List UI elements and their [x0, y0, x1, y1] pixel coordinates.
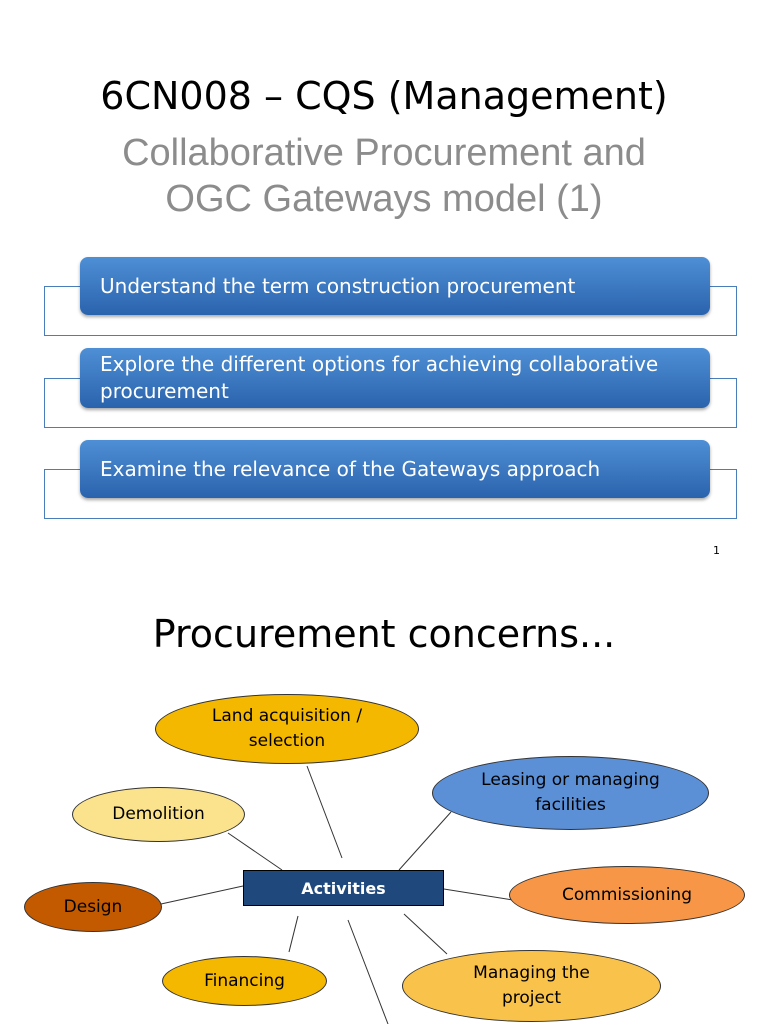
- connector-financing: [288, 915, 299, 953]
- node-managing-project: Managing the project: [402, 950, 661, 1022]
- connector-leasing: [398, 811, 452, 871]
- node-design: Design: [24, 882, 162, 932]
- node-leasing-facilities: Leasing or managing facilities: [432, 756, 709, 830]
- slide-2: Procurement concerns... Land acquisition…: [0, 590, 768, 1024]
- node-managing-line-1: Managing the: [473, 963, 590, 983]
- page-number: 1: [713, 544, 720, 557]
- slide-1: 6CN008 – CQS (Management) Collaborative …: [0, 74, 768, 557]
- connector-offscreen: [347, 919, 389, 1024]
- slide-2-title: Procurement concerns...: [152, 612, 616, 656]
- node-managing-line-2: project: [501, 988, 561, 1008]
- node-financing-label: Financing: [204, 970, 285, 991]
- subtitle-line-2: OGC Gateways model (1): [165, 178, 603, 220]
- node-demolition: Demolition: [72, 787, 245, 842]
- node-activities: Activities: [243, 870, 444, 906]
- node-land-acquisition: Land acquisition / selection: [155, 694, 419, 764]
- connector-design: [160, 885, 244, 905]
- node-leasing-line-1: Leasing or managing: [481, 770, 660, 790]
- connector-demolition: [227, 832, 283, 871]
- objective-3-text: Examine the relevance of the Gateways ap…: [100, 456, 601, 481]
- node-demolition-label: Demolition: [112, 804, 205, 824]
- slide-title: 6CN008 – CQS (Management): [100, 74, 668, 118]
- node-design-label: Design: [63, 896, 123, 917]
- connector-land: [306, 765, 343, 859]
- node-land-line-2: selection: [248, 731, 326, 751]
- node-activities-label: Activities: [301, 878, 386, 898]
- connector-managing: [403, 913, 448, 955]
- objective-2: Explore the different options for achiev…: [80, 348, 710, 408]
- node-financing: Financing: [162, 956, 327, 1006]
- objective-1: Understand the term construction procure…: [80, 257, 710, 315]
- objective-1-text: Understand the term construction procure…: [100, 273, 576, 298]
- objective-2-text: Explore the different options for achiev…: [100, 352, 659, 403]
- subtitle-line-1: Collaborative Procurement and: [122, 132, 646, 174]
- node-leasing-line-2: facilities: [535, 795, 606, 815]
- node-commissioning-label: Commissioning: [561, 884, 692, 905]
- node-commissioning: Commissioning: [509, 866, 745, 924]
- slide-subtitle: Collaborative Procurement and OGC Gatewa…: [0, 130, 768, 222]
- node-land-line-1: Land acquisition /: [211, 706, 363, 726]
- objective-3: Examine the relevance of the Gateways ap…: [80, 440, 710, 498]
